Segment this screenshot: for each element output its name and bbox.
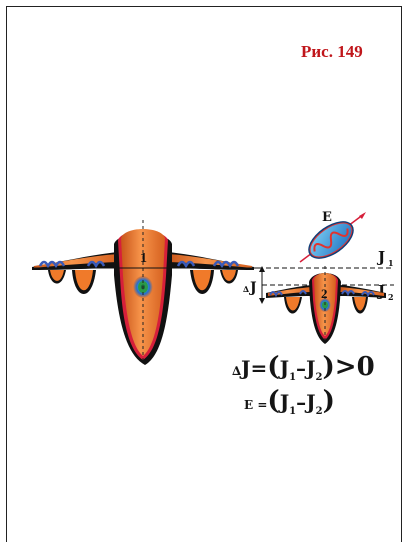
delta-j-formula: ∆J=(J1–J2)>0 — [232, 352, 375, 383]
delta-j-formula-rel: >0 — [334, 352, 375, 382]
delta-j-arrow — [259, 266, 265, 304]
delta-j-formula-sub1: 1 — [289, 372, 297, 383]
level-1-label: J — [376, 248, 385, 266]
delta-j-formula-sub2: 2 — [315, 372, 323, 383]
well-1-label: 1 — [140, 251, 147, 266]
energy-formula-close: ) — [322, 386, 335, 416]
delta-j-formula-j2: J — [306, 356, 316, 380]
level-2-label: J — [376, 282, 385, 300]
well-2-label: 2 — [321, 286, 328, 301]
energy-formula-j1: J — [279, 390, 290, 414]
energy-formula-open: ( — [267, 386, 280, 416]
level-2-sub: 2 — [388, 292, 394, 302]
well-1 — [32, 220, 258, 365]
delta-j-formula-prefix: ∆ — [232, 364, 242, 378]
delta-j-label: J — [248, 280, 257, 296]
level-1-sub: 1 — [388, 258, 394, 268]
well-2 — [266, 266, 386, 344]
delta-j-formula-j1: J — [279, 356, 290, 380]
photon-icon — [299, 212, 366, 263]
energy-formula-minus: – — [296, 390, 307, 414]
figure-caption: Рис. 149 — [301, 42, 363, 61]
energy-formula: E =(J1–J2) — [244, 386, 335, 417]
energy-formula-j2: J — [306, 390, 316, 414]
delta-j-formula-open: ( — [267, 352, 280, 382]
energy-formula-lhs: E = — [244, 398, 268, 412]
energy-formula-sub2: 2 — [315, 406, 323, 417]
photon-label: E — [322, 210, 332, 225]
delta-j-formula-minus: – — [296, 356, 307, 380]
page-frame — [6, 6, 402, 542]
delta-j-formula-lhs: J= — [241, 356, 268, 380]
delta-j-prefix: ∆ — [243, 284, 249, 294]
delta-j-formula-close: ) — [322, 352, 335, 382]
energy-formula-sub1: 1 — [289, 406, 297, 417]
